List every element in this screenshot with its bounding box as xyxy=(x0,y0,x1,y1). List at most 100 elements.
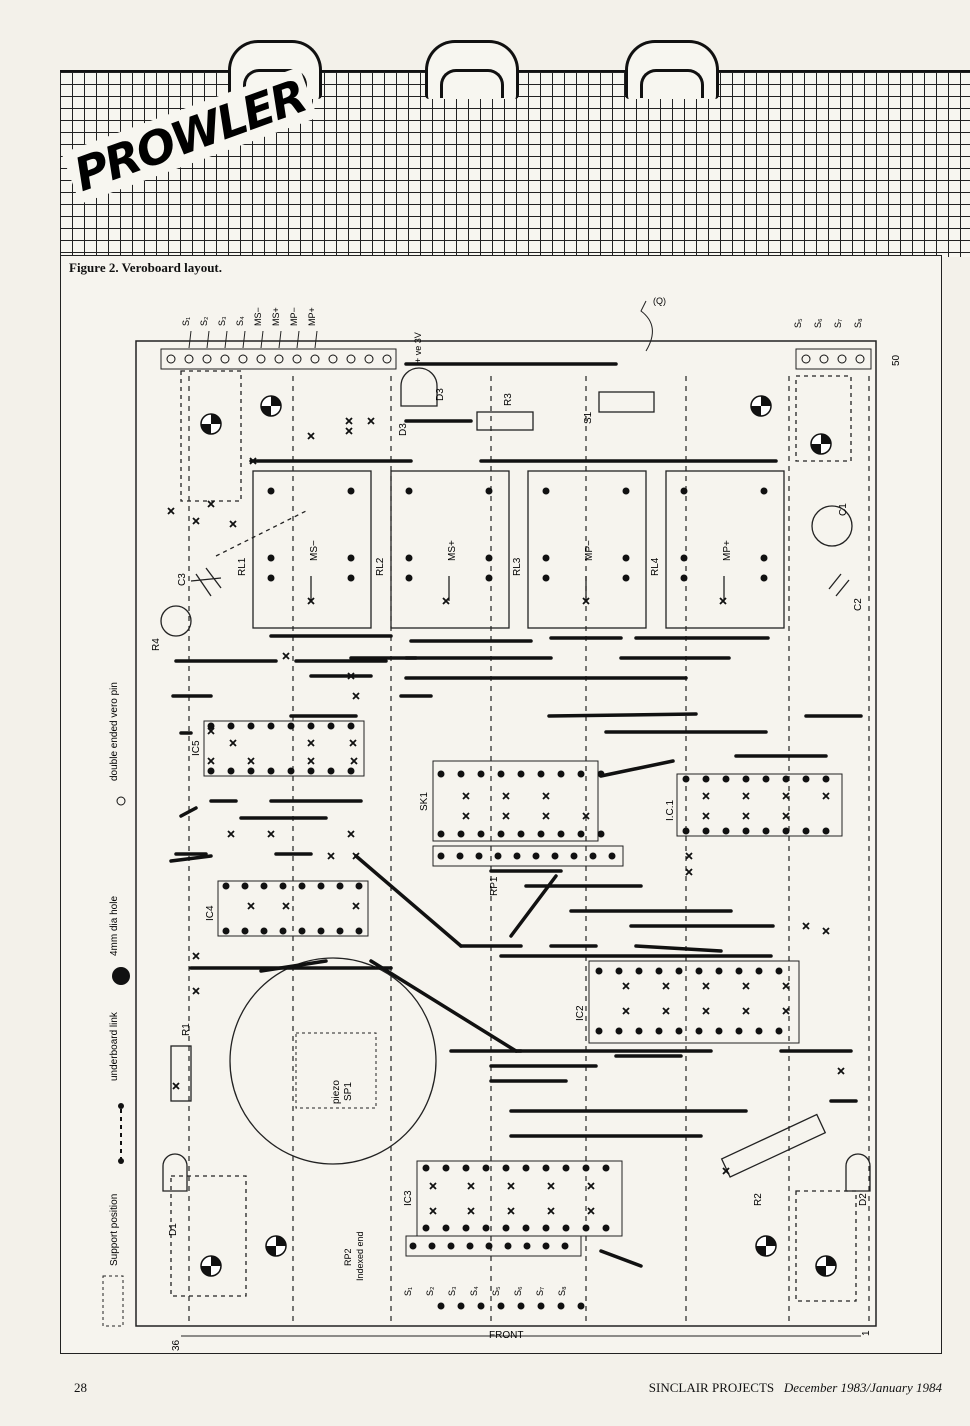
solder-pad xyxy=(760,574,768,582)
ic1-label: I.C.1 xyxy=(665,799,676,821)
bottom-pin xyxy=(477,1302,485,1310)
right-pin-label: S₆ xyxy=(813,318,823,328)
track-cut xyxy=(207,757,215,765)
mounting-hole-icon xyxy=(200,1255,222,1277)
legend-hole-text: 4mm dia hole xyxy=(109,896,120,956)
track-cut xyxy=(822,792,830,800)
bottom-pin-label: S₁ xyxy=(403,1287,413,1296)
bottom-pin xyxy=(437,1302,445,1310)
ic-pin xyxy=(422,1164,430,1172)
solder-pad xyxy=(760,554,768,562)
ic-pin xyxy=(655,1027,663,1035)
track-cut xyxy=(429,1207,437,1215)
ic-pin xyxy=(475,852,483,860)
ic-pin xyxy=(562,1224,570,1232)
track-cut xyxy=(347,830,355,838)
track-cut xyxy=(247,902,255,910)
track-cut xyxy=(782,812,790,820)
solder-pad xyxy=(267,554,275,562)
solder-pad xyxy=(542,487,550,495)
d3-label-2: D3 xyxy=(398,423,409,436)
ic-pin xyxy=(551,852,559,860)
track-cut xyxy=(702,982,710,990)
ic-pin xyxy=(722,827,730,835)
top-pin-label: MP− xyxy=(289,307,299,326)
r4-label: R4 xyxy=(151,638,162,651)
ic-pin xyxy=(557,770,565,778)
ic-pin xyxy=(442,1164,450,1172)
legend-support-swatch xyxy=(102,1275,124,1327)
mounting-hole-icon xyxy=(750,395,772,417)
ic-pin xyxy=(447,1242,455,1250)
track-cut xyxy=(207,500,215,508)
bottom-pin xyxy=(497,1302,505,1310)
c1-label: C1 xyxy=(838,503,849,516)
vero-pin xyxy=(364,354,374,364)
relay-contact-label: MS+ xyxy=(447,540,458,561)
track-cut xyxy=(352,852,360,860)
solder-pad xyxy=(680,487,688,495)
bottom-pin-label: S₇ xyxy=(535,1287,545,1296)
track-cut xyxy=(547,1182,555,1190)
ic-pin xyxy=(582,1164,590,1172)
solder-pad xyxy=(485,487,493,495)
solder-pad xyxy=(267,487,275,495)
track-cut xyxy=(837,1067,845,1075)
legend-support-text: Support position xyxy=(109,1194,120,1266)
track-cut xyxy=(229,739,237,747)
ic-pin xyxy=(517,830,525,838)
track-cut xyxy=(307,597,315,605)
piezo-label: piezo xyxy=(331,1080,342,1104)
ic-pin xyxy=(494,852,502,860)
track-cut xyxy=(167,507,175,515)
ic-pin xyxy=(595,967,603,975)
rp1-outline xyxy=(432,845,624,867)
ic-pin xyxy=(477,830,485,838)
ic-pin xyxy=(755,1027,763,1035)
ic-pin xyxy=(589,852,597,860)
ic-pin xyxy=(457,770,465,778)
solder-pad xyxy=(680,574,688,582)
ic-pin xyxy=(532,852,540,860)
ic-pin xyxy=(602,1224,610,1232)
bottom-pin-label: S₈ xyxy=(557,1286,567,1296)
ic-pin xyxy=(247,722,255,730)
track-cut xyxy=(327,852,335,860)
c3-label: C3 xyxy=(177,573,188,586)
sk1-label: SK1 xyxy=(419,792,430,811)
ic-pin xyxy=(635,1027,643,1035)
bottom-pin xyxy=(557,1302,565,1310)
ic-pin xyxy=(502,1224,510,1232)
ic5-outline xyxy=(203,720,365,777)
track-cut xyxy=(352,902,360,910)
r3-label: R3 xyxy=(503,393,514,406)
track-cut xyxy=(502,812,510,820)
ic-pin xyxy=(227,767,235,775)
track-cut xyxy=(347,672,355,680)
legend-pin-icon xyxy=(116,796,126,806)
track-cut xyxy=(345,427,353,435)
bottom-pin xyxy=(537,1302,545,1310)
ic-pin xyxy=(477,770,485,778)
sp1-label: SP1 xyxy=(343,1082,354,1101)
track-cut xyxy=(702,1007,710,1015)
wire-link xyxy=(369,959,518,1053)
ic-pin xyxy=(695,1027,703,1035)
piezo-sounder-outline xyxy=(229,957,437,1165)
track-cut xyxy=(267,830,275,838)
ic-pin xyxy=(482,1164,490,1172)
ic-pin xyxy=(482,1224,490,1232)
ic-pin xyxy=(347,722,355,730)
track-cut xyxy=(247,757,255,765)
legend-hole-icon xyxy=(112,967,130,985)
top-pin-holes xyxy=(166,354,392,364)
power-label: + ve 3V xyxy=(413,332,423,363)
ic-pin xyxy=(336,927,344,935)
ic-pin xyxy=(513,852,521,860)
track-cut xyxy=(742,982,750,990)
mounting-hole-icon xyxy=(810,433,832,455)
d1-label: D1 xyxy=(168,1223,179,1236)
ic-pin xyxy=(602,1164,610,1172)
